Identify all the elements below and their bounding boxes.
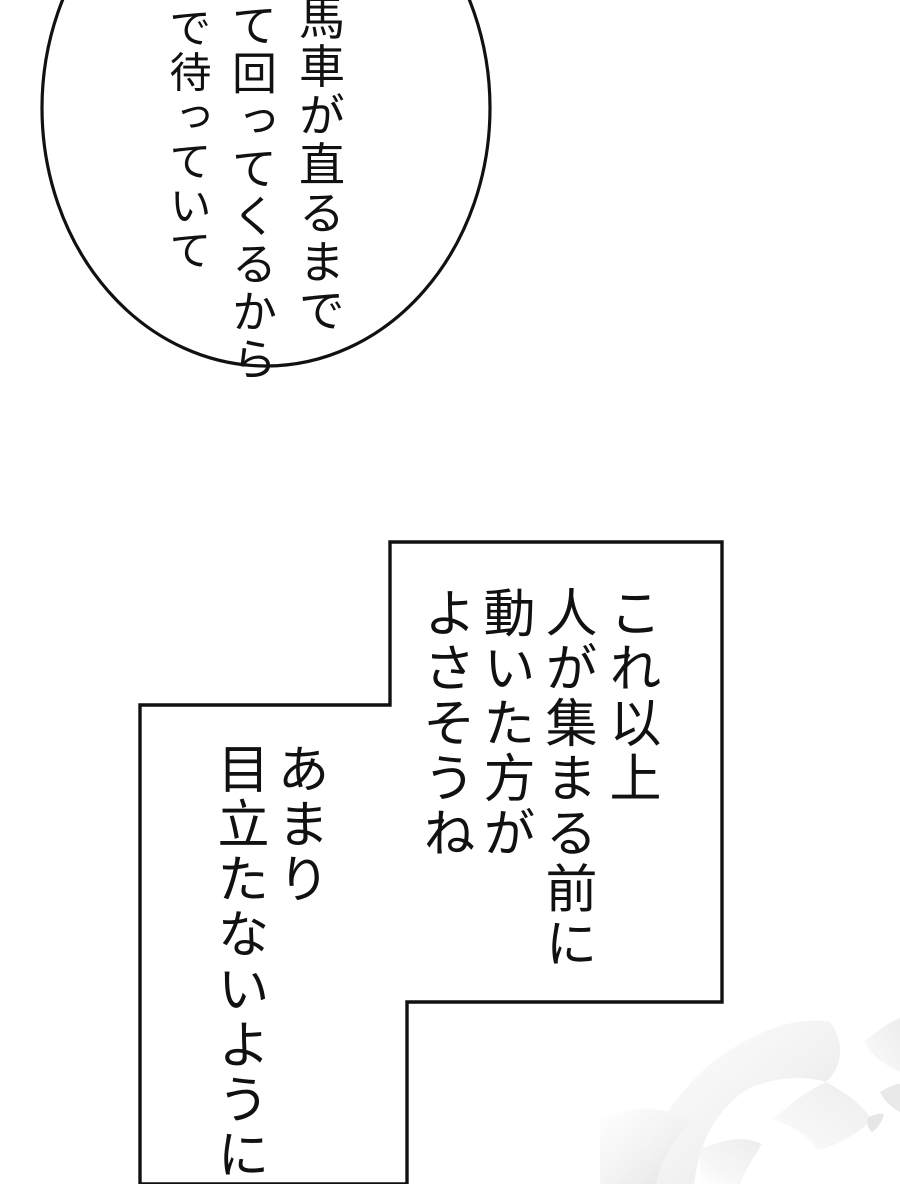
artwork-tone-shapes xyxy=(600,1018,900,1184)
lower-balloon-column-3: 動いた方が xyxy=(474,586,534,862)
top-bubble-column-1: 馬車が直るまで xyxy=(292,0,346,336)
lower-balloon-column-1: これ以上 xyxy=(600,586,660,807)
lower-balloon-column-4: よさそうね xyxy=(414,586,474,862)
lower-balloon-column-6: 目立たないように… xyxy=(208,742,268,1184)
top-bubble-column-2: て回ってくるから xyxy=(224,2,277,384)
lower-balloon-column-2: 人が集まる前に xyxy=(536,586,596,972)
lower-balloon-column-5: あまり xyxy=(268,742,328,908)
top-bubble-column-3: で待っていて xyxy=(163,6,212,274)
